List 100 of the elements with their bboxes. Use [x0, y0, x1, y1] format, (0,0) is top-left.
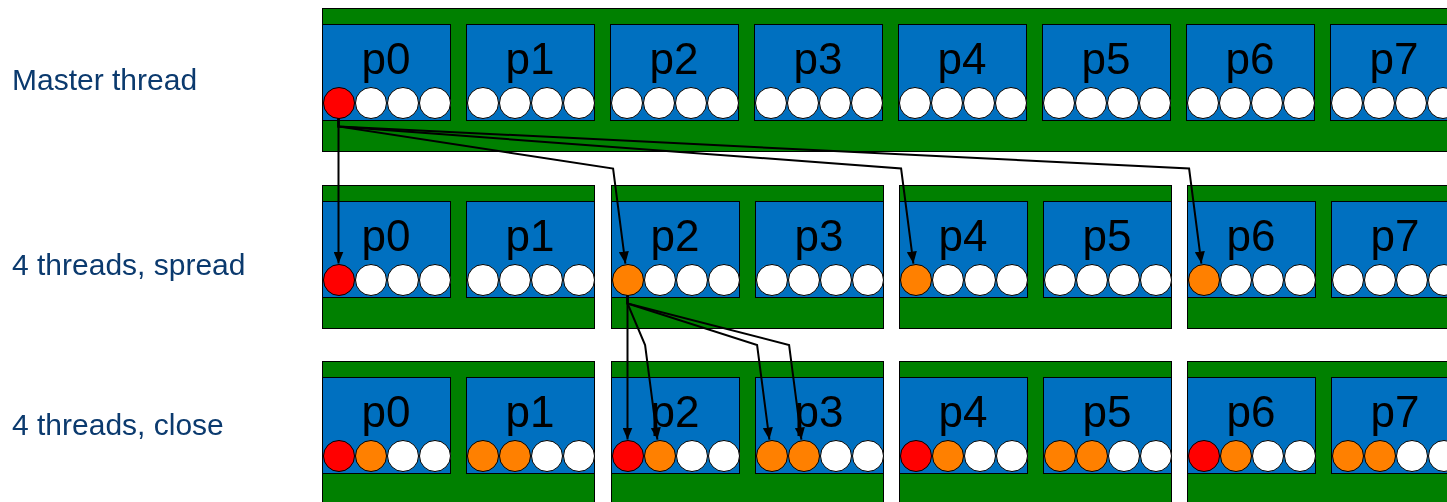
hardware-thread-circle — [675, 439, 708, 472]
hardware-thread-circle — [995, 439, 1028, 472]
hardware-thread-circle — [1251, 263, 1284, 296]
hardware-thread-circle — [466, 263, 499, 296]
hardware-thread-circle — [530, 263, 563, 296]
core-box — [321, 23, 451, 121]
place-band — [322, 185, 595, 329]
hardware-thread-circle — [1186, 86, 1219, 119]
hardware-thread-circle — [755, 263, 788, 296]
core-box — [1185, 23, 1315, 121]
hardware-thread-circle — [1138, 86, 1171, 119]
core-box — [609, 23, 739, 121]
row-label: Master thread — [12, 62, 198, 98]
core-label: p0 — [360, 34, 412, 83]
hardware-thread-circle — [386, 263, 419, 296]
core-label: p7 — [1368, 34, 1420, 83]
core-label: p6 — [1224, 34, 1276, 83]
hardware-thread-circle — [963, 439, 996, 472]
core-box — [898, 376, 1028, 474]
hardware-thread-circle — [1042, 86, 1075, 119]
core-label: p1 — [504, 211, 556, 260]
core-label: p5 — [1081, 211, 1133, 260]
hardware-thread-circle — [675, 263, 708, 296]
hardware-thread-circle — [787, 439, 820, 472]
hardware-thread-circle — [707, 263, 740, 296]
hardware-thread-circle — [1362, 86, 1395, 119]
place-band — [322, 361, 595, 502]
core-label: p1 — [504, 387, 556, 436]
hardware-thread-circle — [1106, 86, 1139, 119]
hardware-thread-circle — [818, 86, 851, 119]
hardware-thread-circle — [1139, 439, 1172, 472]
hardware-thread-circle — [1219, 263, 1252, 296]
hardware-thread-circle — [1283, 439, 1316, 472]
hardware-thread-circle — [787, 263, 820, 296]
hardware-thread-circle — [530, 86, 563, 119]
core-box — [1042, 200, 1172, 298]
core-box — [1041, 23, 1171, 121]
hardware-thread-circle — [1218, 86, 1251, 119]
place-band — [611, 185, 884, 329]
hardware-thread-circle — [706, 86, 739, 119]
place-band — [611, 361, 884, 502]
hardware-thread-circle — [1282, 86, 1315, 119]
hardware-thread-circle — [707, 439, 740, 472]
hardware-thread-circle — [1394, 86, 1427, 119]
core-box — [610, 200, 740, 298]
hardware-thread-circle — [322, 263, 355, 296]
hardware-thread-circle — [1075, 439, 1108, 472]
core-label: p1 — [504, 34, 556, 83]
hardware-thread-circle — [418, 263, 451, 296]
hardware-thread-circle — [674, 86, 707, 119]
hardware-thread-circle — [498, 263, 531, 296]
core-label: p3 — [793, 211, 845, 260]
hardware-thread-circle — [1283, 263, 1316, 296]
hardware-thread-circle — [642, 86, 675, 119]
core-label: p0 — [360, 387, 412, 436]
place-band — [1187, 361, 1447, 502]
place-band — [899, 361, 1172, 502]
hardware-thread-circle — [755, 439, 788, 472]
hardware-thread-circle — [898, 86, 931, 119]
hardware-thread-circle — [498, 86, 531, 119]
hardware-thread-circle — [466, 439, 499, 472]
arrow — [337, 117, 1205, 265]
hardware-thread-circle — [1330, 86, 1363, 119]
hardware-thread-circle — [1363, 439, 1396, 472]
hardware-thread-circle — [530, 439, 563, 472]
core-label: p4 — [937, 211, 989, 260]
hardware-thread-circle — [418, 86, 451, 119]
hardware-thread-circle — [1331, 439, 1364, 472]
hardware-thread-circle — [1363, 263, 1396, 296]
core-box — [465, 200, 595, 298]
core-label: p4 — [937, 387, 989, 436]
hardware-thread-circle — [354, 263, 387, 296]
hardware-thread-circle — [611, 439, 644, 472]
core-box — [465, 376, 595, 474]
hardware-thread-circle — [995, 263, 1028, 296]
hardware-thread-circle — [1187, 263, 1220, 296]
hardware-thread-circle — [1251, 439, 1284, 472]
hardware-thread-circle — [931, 439, 964, 472]
hardware-thread-circle — [851, 263, 884, 296]
hardware-thread-circle — [931, 263, 964, 296]
place-band — [322, 8, 1447, 152]
hardware-thread-circle — [963, 263, 996, 296]
row-label: 4 threads, close — [12, 407, 224, 443]
hardware-thread-circle — [1395, 439, 1428, 472]
hardware-thread-circle — [1139, 263, 1172, 296]
core-box — [465, 23, 595, 121]
core-label: p2 — [648, 34, 700, 83]
hardware-thread-circle — [1395, 263, 1428, 296]
hardware-thread-circle — [611, 263, 644, 296]
core-box — [1329, 23, 1447, 121]
core-label: p0 — [360, 211, 412, 260]
hardware-thread-circle — [562, 263, 595, 296]
hardware-thread-circle — [1075, 263, 1108, 296]
core-label: p3 — [792, 34, 844, 83]
core-box — [1330, 376, 1447, 474]
hardware-thread-circle — [354, 86, 387, 119]
core-label: p6 — [1225, 387, 1277, 436]
hardware-thread-circle — [1187, 439, 1220, 472]
core-box — [1042, 376, 1172, 474]
hardware-thread-circle — [466, 86, 499, 119]
